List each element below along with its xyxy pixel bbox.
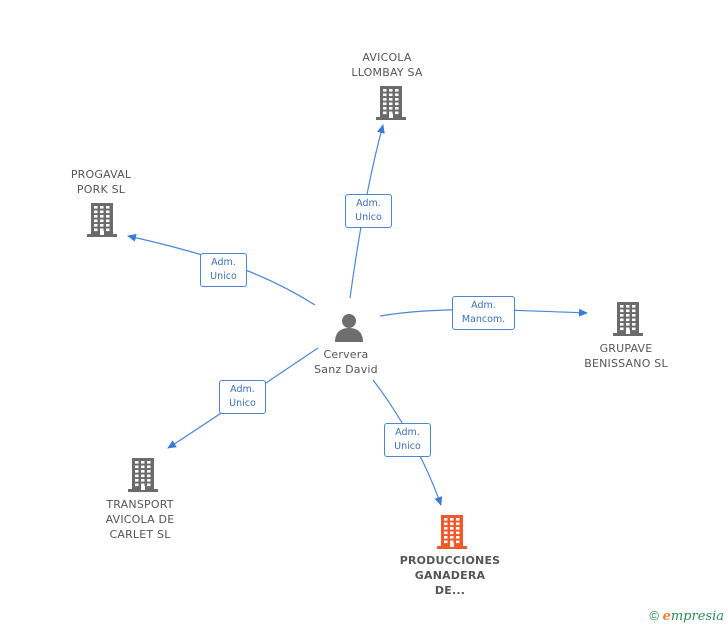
building-icon-producciones-ganadera[interactable] <box>437 515 467 549</box>
building-icon-transport-avicola[interactable] <box>128 458 158 492</box>
company-label-avicola-llombay[interactable]: AVICOLA LLOMBAY SA <box>351 51 423 79</box>
brand-logo: empresia <box>662 609 724 624</box>
building-icon-grupave-benissano[interactable] <box>613 302 643 336</box>
edge-role-transport-avicola[interactable]: Adm. Unico <box>219 380 266 414</box>
edge-role-progaval-pork[interactable]: Adm. Unico <box>200 253 247 287</box>
person-name-line2: Sanz David <box>314 363 378 376</box>
edge-role-producciones-ganadera[interactable]: Adm. Unico <box>384 423 431 457</box>
company-label-transport-avicola[interactable]: TRANSPORT AVICOLA DE CARLET SL <box>105 498 175 541</box>
building-icon-progaval-pork[interactable] <box>87 203 117 237</box>
person-name-line1: Cervera <box>323 348 369 361</box>
brand-footer: © empresia <box>649 608 724 624</box>
company-label-grupave-benissano[interactable]: GRUPAVE BENISSANO SL <box>584 342 668 370</box>
edge-role-avicola-llombay[interactable]: Adm. Unico <box>345 194 392 228</box>
person-icon[interactable] <box>335 314 363 342</box>
building-icon-avicola-llombay[interactable] <box>376 86 406 120</box>
copyright-icon: © <box>649 608 659 623</box>
edge-role-grupave-benissano[interactable]: Adm. Mancom. <box>452 296 515 330</box>
person-name-label[interactable]: Cervera Sanz David <box>296 347 396 377</box>
company-label-progaval-pork[interactable]: PROGAVAL PORK SL <box>70 168 132 196</box>
company-label-producciones-ganadera[interactable]: PRODUCCIONES GANADERA DE... <box>399 554 501 597</box>
